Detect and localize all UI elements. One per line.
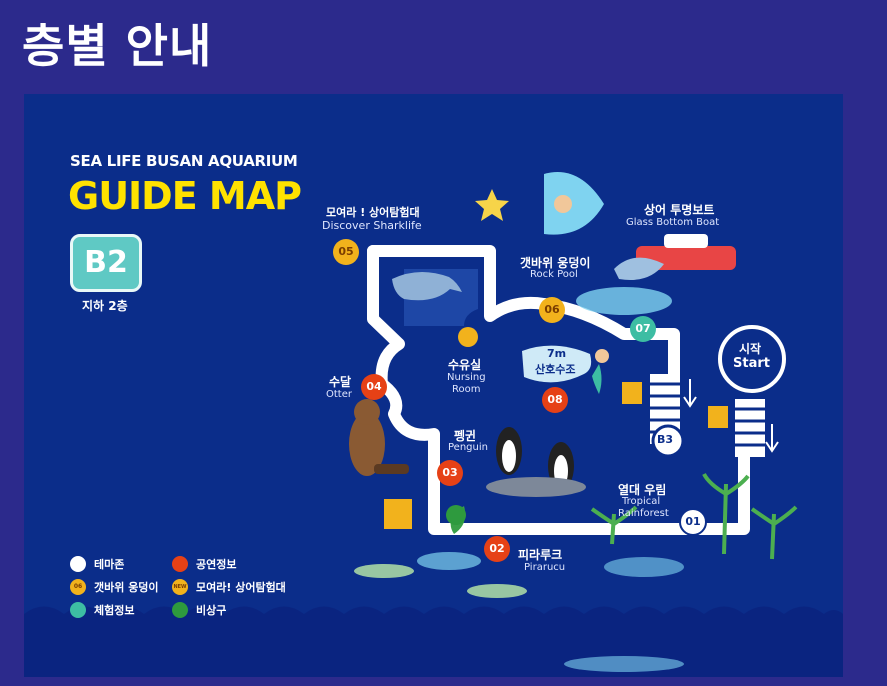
legend-marker-new: NEW	[172, 579, 188, 595]
otter-icon	[349, 412, 385, 476]
zone-03-ko: 펭귄	[454, 429, 477, 443]
zone-03-en: Penguin	[448, 442, 488, 453]
down-arrow-icon	[683, 379, 697, 408]
zone-02-ko: 피라루크	[518, 548, 563, 562]
legend-marker-rockpool: 06	[70, 579, 86, 595]
elevator-icon	[708, 406, 728, 428]
map-heading: GUIDE MAP	[68, 174, 302, 218]
legend-label: 갯바위 웅덩이	[94, 581, 159, 594]
zone-05-en: Discover Sharklife	[322, 219, 422, 232]
legend-label: 체험정보	[94, 604, 135, 617]
emergency-exit-icon	[446, 505, 466, 525]
fish-icon	[354, 564, 414, 578]
zone-04-en: Otter	[326, 389, 352, 400]
elevator-icon	[622, 382, 642, 404]
pond-right	[564, 656, 684, 672]
nursing-en-1: Nursing	[447, 372, 486, 383]
nursing-ko: 수유실	[448, 358, 482, 372]
legend-label: 테마존	[94, 558, 125, 571]
stair-label: B3	[657, 433, 674, 446]
brand-name: SEA LIFE BUSAN AQUARIUM	[70, 152, 298, 170]
palm-icon	[590, 505, 638, 545]
zone-04-ko: 수달	[329, 375, 352, 389]
zone-07-ko: 상어 투명보트	[644, 203, 715, 217]
legend-label: 비상구	[196, 604, 227, 617]
legend-marker-experience	[70, 602, 86, 618]
floor-badge: B2	[70, 234, 142, 292]
floor-label: 지하 2층	[82, 299, 128, 313]
mermaid-icon	[595, 349, 609, 363]
map-artwork	[24, 172, 843, 677]
starfish-icon	[475, 189, 509, 221]
palm-icon	[702, 473, 750, 555]
penguin-rock	[486, 477, 586, 497]
start-label-ko: 시작	[739, 342, 762, 356]
rainforest-pond	[604, 557, 684, 577]
log-icon	[374, 464, 409, 474]
restroom-icon	[384, 499, 412, 529]
fish-icon	[467, 584, 527, 598]
legend-label: 공연정보	[196, 558, 237, 571]
down-arrow-icon	[765, 424, 779, 453]
zone-badge-05: 05	[333, 239, 359, 265]
coral-tank	[522, 345, 592, 383]
zone-01-en-2: Rainforest	[618, 508, 669, 519]
zone-07-en: Glass Bottom Boat	[626, 217, 720, 228]
zone-01-ko: 열대 우림	[618, 483, 667, 497]
zone-06-ko: 갯바위 웅덩이	[520, 256, 591, 270]
legend-marker-theme	[70, 556, 86, 572]
start-label-en: Start	[733, 356, 770, 371]
zone-08-size: 7m	[547, 347, 567, 360]
zone-02-en: Pirarucu	[524, 562, 566, 573]
page-title: 층별 안내	[22, 19, 213, 73]
zone-06-en: Rock Pool	[530, 269, 578, 280]
legend-label: 모여라! 상어탐험대	[196, 581, 286, 594]
zone-08-ko: 산호수조	[535, 363, 576, 376]
legend-marker-exit	[172, 602, 188, 618]
shark-icon	[392, 271, 462, 301]
boat-cabin	[664, 234, 708, 248]
dolphin-icon	[614, 257, 664, 280]
zone-01-en-1: Tropical	[622, 496, 661, 507]
pond-left	[417, 552, 481, 570]
palm-icon	[750, 505, 798, 560]
guide-map: SEA LIFE BUSAN AQUARIUM GUIDE MAP B2 지하 …	[24, 94, 843, 677]
surfer-icon	[554, 195, 572, 213]
nursing-room-icon	[458, 327, 478, 347]
wave-band	[24, 606, 843, 677]
zone-badge-07: 07	[630, 316, 656, 342]
zone-badge-06: 06	[539, 297, 565, 323]
zone-badge-01: 01	[679, 508, 707, 536]
legend-marker-show	[172, 556, 188, 572]
nursing-en-2: Room	[452, 384, 481, 395]
zone-badge-02: 02	[484, 536, 510, 562]
boat-water	[576, 287, 672, 315]
zone-badge-03: 03	[437, 460, 463, 486]
zone-badge-04: 04	[361, 374, 387, 400]
b3-marker	[651, 424, 685, 458]
zone-badge-08: 08	[542, 387, 568, 413]
start-marker	[718, 325, 786, 393]
wave-surfer-icon	[544, 172, 604, 235]
zone-05-ko: 모여라 ! 상어탐험대	[326, 206, 420, 219]
